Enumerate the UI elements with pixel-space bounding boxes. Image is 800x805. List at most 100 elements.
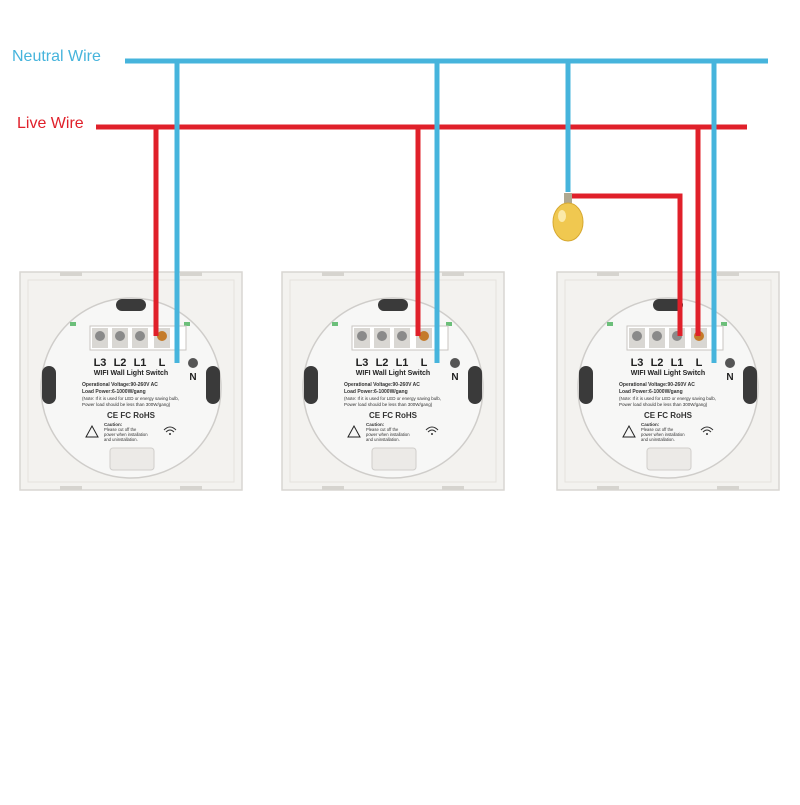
terminal-label-l: L xyxy=(696,357,703,369)
terminal-label-l3: L3 xyxy=(356,357,369,369)
plate-notch xyxy=(60,486,82,490)
terminal-screw xyxy=(115,331,125,341)
wifi-dot xyxy=(706,433,708,435)
bulb-highlight xyxy=(558,210,566,222)
warning-icon xyxy=(85,424,99,438)
wifi-arc xyxy=(163,426,177,431)
tab xyxy=(721,322,727,326)
certification-marks: CE FC RoHS xyxy=(107,411,156,420)
caution-text: and uninstallation. xyxy=(104,437,138,442)
certification-marks: CE FC RoHS xyxy=(644,411,693,420)
plate-inner-border xyxy=(564,279,772,483)
mounting-slot-right xyxy=(743,366,757,404)
spec-note: (Note: If it is used for LED or energy s… xyxy=(344,396,441,401)
caution-heading: Caution: xyxy=(104,422,123,427)
spec-note: (Note: If it is used for LED or energy s… xyxy=(619,396,716,401)
plate-inner-border xyxy=(27,279,235,483)
module-lip xyxy=(646,447,692,471)
caution-heading: Caution: xyxy=(366,422,385,427)
caution-text: power when installation xyxy=(104,432,148,437)
plate-notch xyxy=(442,486,464,490)
plate-notch xyxy=(717,486,739,490)
spec-note: Power load should be less than 300W/gang… xyxy=(82,402,171,407)
caution-heading: Caution: xyxy=(641,422,660,427)
mounting-slot xyxy=(116,299,146,311)
wifi-arc xyxy=(165,429,175,433)
spec-note: Power load should be less than 300W/gang… xyxy=(619,402,708,407)
mounting-slot-left xyxy=(304,366,318,404)
wifi-dot xyxy=(169,433,171,435)
mounting-slot xyxy=(653,299,683,311)
plate-notch xyxy=(597,486,619,490)
plate-notch xyxy=(60,272,82,276)
product-title: WIFI Wall Light Switch xyxy=(631,370,705,377)
terminal-label-l: L xyxy=(159,357,166,369)
tab xyxy=(332,322,338,326)
certification-marks: CE FC RoHS xyxy=(369,411,418,420)
plate-notch xyxy=(180,486,202,490)
tab xyxy=(70,322,76,326)
switch-3: L3 L2 L1 L N WIFI Wall Light SwitchOperationa… xyxy=(556,271,780,491)
terminal-screw xyxy=(357,331,367,341)
plate-notch xyxy=(180,272,202,276)
product-title: WIFI Wall Light Switch xyxy=(356,370,430,377)
wifi-arc xyxy=(425,426,439,431)
plate-notch xyxy=(322,486,344,490)
bulb-base xyxy=(564,193,572,203)
mounting-slot-left xyxy=(579,366,593,404)
wifi-dot xyxy=(431,433,433,435)
wifi-icon xyxy=(163,426,177,435)
caution-text: Please cut off the xyxy=(104,427,137,432)
caution-text: power when installation xyxy=(366,432,410,437)
terminal-label-l3: L3 xyxy=(94,357,107,369)
neutral-terminal-label: N xyxy=(726,372,733,383)
plate-notch xyxy=(597,272,619,276)
plate-notch xyxy=(717,272,739,276)
neutral-wire-label: Neutral Wire xyxy=(12,48,101,65)
terminal-label-l: L xyxy=(421,357,428,369)
neutral-terminal-label: N xyxy=(189,372,196,383)
module-lip xyxy=(371,447,417,471)
terminal-screw xyxy=(652,331,662,341)
neutral-terminal xyxy=(725,358,735,368)
live-wire-label: Live Wire xyxy=(17,115,84,132)
caution-text: power when installation xyxy=(641,432,685,437)
terminal-screw xyxy=(419,331,429,341)
mounting-slot-left xyxy=(42,366,56,404)
terminal-label-l2: L2 xyxy=(376,357,389,369)
terminal-screw xyxy=(157,331,167,341)
wifi-icon xyxy=(425,426,439,435)
terminal-label-l1: L1 xyxy=(671,357,684,369)
neutral-terminal-label: N xyxy=(451,372,458,383)
switched-live-to-bulb xyxy=(568,193,683,336)
spec-voltage: Operational Voltage:90-260V AC xyxy=(619,382,695,388)
warning-icon xyxy=(622,424,636,438)
terminal-label-l1: L1 xyxy=(134,357,147,369)
wifi-arc xyxy=(427,429,437,433)
caution-text: Please cut off the xyxy=(366,427,399,432)
plate-notch xyxy=(442,272,464,276)
module-lip xyxy=(109,447,155,471)
terminal-label-l2: L2 xyxy=(651,357,664,369)
terminal-screw xyxy=(135,331,145,341)
tab xyxy=(184,322,190,326)
spec-note: Power load should be less than 300W/gang… xyxy=(344,402,433,407)
caution-text: and uninstallation. xyxy=(641,437,675,442)
mounting-slot xyxy=(378,299,408,311)
mounting-slot-right xyxy=(206,366,220,404)
neutral-terminal xyxy=(450,358,460,368)
wifi-arc xyxy=(700,426,714,431)
terminal-screw xyxy=(95,331,105,341)
spec-load: Load Power:6-1000W/gang xyxy=(82,389,146,395)
spec-voltage: Operational Voltage:90-260V AC xyxy=(82,382,158,388)
terminal-label-l2: L2 xyxy=(114,357,127,369)
spec-voltage: Operational Voltage:90-260V AC xyxy=(344,382,420,388)
tab xyxy=(607,322,613,326)
terminal-label-l3: L3 xyxy=(631,357,644,369)
mounting-slot-right xyxy=(468,366,482,404)
neutral-terminal xyxy=(188,358,198,368)
